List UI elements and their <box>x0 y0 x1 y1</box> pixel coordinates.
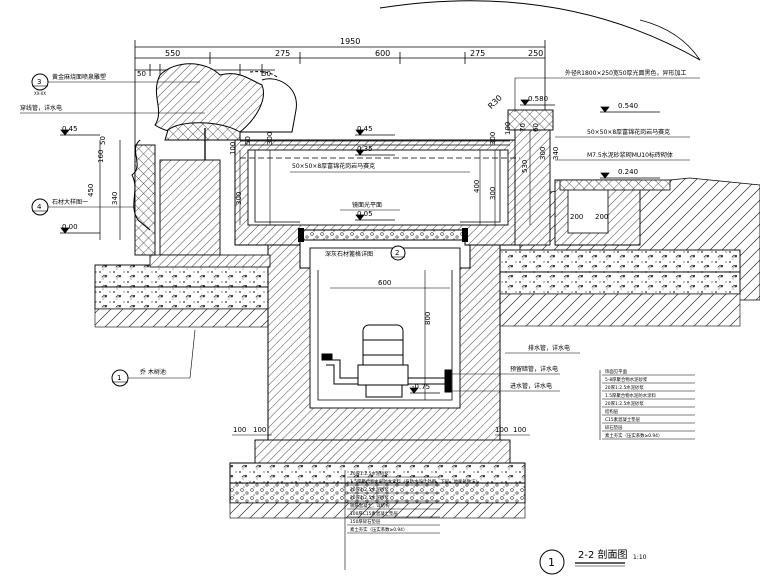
callout-3-sheet: XX-XX <box>34 91 46 96</box>
right-elevations <box>520 99 660 179</box>
dim-sub-50a: 50 <box>137 70 146 78</box>
conduit-note: 穿线管，详水电 <box>20 104 62 112</box>
dim-340: 340 <box>111 192 119 205</box>
dim-100a: 100 <box>229 142 237 155</box>
dim-70: 70 <box>519 123 527 132</box>
mid-elevation-lines <box>355 129 440 394</box>
layer-note: 素土夯实（压实系数≥0.94） <box>350 526 407 533</box>
dim-160: 160 <box>97 150 105 163</box>
callout-4-number: 4 <box>37 203 42 211</box>
dim-600-pit: 600 <box>378 279 391 287</box>
layer-note: 素土夯实（压实系数≥0.94） <box>605 432 662 439</box>
callout-3-number: 3 <box>37 78 41 86</box>
dim-60: 60 <box>532 123 540 132</box>
pebble-note: 镜面光平面 <box>352 201 382 209</box>
sculpture-note: 黄金麻烧面喷泉雕塑 <box>52 73 106 81</box>
layer-note: 结构层 <box>605 408 619 415</box>
coping-note: 外径R1800×250宽50厚光面黑色，异形加工 <box>565 69 687 77</box>
pool-structure <box>134 109 671 464</box>
callout-1-number: 1 <box>117 374 121 382</box>
dim-275b: 275 <box>470 49 485 58</box>
dim-530: 530 <box>521 160 529 173</box>
layer-note: 20厚1:2.5水泥砂浆 <box>350 470 389 477</box>
drain-grille <box>299 229 466 241</box>
callout-2-number: 2 <box>395 249 399 257</box>
dim-100d: 100 <box>253 426 266 434</box>
elev-0240: 0.240 <box>618 168 638 176</box>
dim-100b: 100 <box>504 122 512 135</box>
layer-note: 5-8厚聚合物水泥砂浆 <box>605 376 648 383</box>
drain-note-a: 排水管，详水电 <box>528 344 570 352</box>
title-block: 1 2-2 剖面图 1:10 <box>539 548 647 575</box>
dim-50b: 50 <box>244 136 252 145</box>
callout-2: 2 <box>390 245 406 261</box>
dim-400: 400 <box>473 180 481 193</box>
dim-50: 50 <box>99 136 107 145</box>
layer-note: 150厚碎石垫层 <box>350 518 381 525</box>
elev-0540: 0.540 <box>618 102 638 110</box>
dim-800: 800 <box>424 312 432 325</box>
dim-300c: 300 <box>489 132 497 145</box>
elev-000-left: 0.00 <box>62 223 78 231</box>
layer-note: 20厚1:2.5水泥砂浆 <box>350 494 389 501</box>
layer-note: 20厚1:2.5水泥砂浆 <box>605 384 644 391</box>
drain-note-b: 预留暗管，详水电 <box>510 365 558 373</box>
callout-4: 4 石材大样图一 <box>31 198 135 216</box>
interior-dim-lines <box>239 130 531 400</box>
elev-045-left: 0.45 <box>62 125 78 133</box>
elev-035: 0.35 <box>357 145 373 153</box>
dim-250: 250 <box>528 49 543 58</box>
callout-1: 1 乔 木树池 <box>111 329 196 387</box>
granite-mosaic-note-a: 50×50×8厚富锦花岗岩马赛克 <box>292 162 375 170</box>
tree-pit-note: 乔 木树池 <box>140 368 166 376</box>
dim-r30: R30 <box>486 93 504 111</box>
dim-450: 450 <box>87 184 95 197</box>
left-elevations <box>60 129 121 240</box>
brick-note: M7.5水泥砂浆砌MU10标砖砌体 <box>587 151 673 159</box>
elev-0580: 0.580 <box>528 95 548 103</box>
layer-note: 20厚1:2.5水泥砂浆 <box>605 400 644 407</box>
dim-300b: 300 <box>266 132 274 145</box>
layer-note: 1.5厚聚合物水泥防水涂料（有防水设计处用，下同，地面处做法） <box>350 478 480 485</box>
pump-unit <box>321 324 452 398</box>
dim-300d: 300 <box>539 147 547 160</box>
bottom-layer-notes: 20厚1:2.5水泥砂浆1.5厚聚合物水泥防水涂料（有防水设计处用，下同，地面处… <box>347 470 480 534</box>
pool-finish-lines <box>240 140 510 401</box>
drawing-title: 2-2 剖面图 <box>578 548 628 561</box>
dim-600: 600 <box>375 49 390 58</box>
elev-minus075: -0.75 <box>412 383 430 391</box>
dim-100e: 100 <box>495 426 508 434</box>
dim-overall: 1950 <box>340 37 360 46</box>
dim-200a: 200 <box>570 213 583 221</box>
callout-3: 3 XX-XX 黄金麻烧面喷泉雕塑 <box>31 73 200 96</box>
mosaic-note: 50×50×8厚富锦花岗岩马赛克 <box>587 128 670 136</box>
layer-note: 碎石垫层 <box>605 424 623 431</box>
stone-curb-note: 石材大样图一 <box>52 198 88 206</box>
grille-note: 深灰石材篦格详图 <box>325 250 373 258</box>
layer-note: C15素混凝土垫层 <box>605 416 641 423</box>
top-dimension-chain <box>134 40 546 240</box>
dim-275a: 275 <box>275 49 290 58</box>
dim-300a: 300 <box>235 192 243 205</box>
fountain-sculpture <box>131 63 297 231</box>
elev-045-mid: 0.45 <box>357 125 373 133</box>
dim-100f: 100 <box>513 426 526 434</box>
layer-note: 100厚C15素混凝土垫层 <box>350 510 398 517</box>
title-index: 1 <box>548 556 555 569</box>
elev-005: 0.05 <box>357 210 373 218</box>
layer-note: 钢筋混凝土，详结构 <box>350 502 390 509</box>
drawing-scale: 1:10 <box>633 554 647 561</box>
supply-note: 进水管，详水电 <box>510 382 552 390</box>
right-layer-notes: 饰面见平面5-8厚聚合物水泥砂浆20厚1:2.5水泥砂浆1.5厚聚合物水泥防水涂… <box>602 368 695 440</box>
dim-200b: 200 <box>595 213 608 221</box>
dim-340b: 340 <box>552 147 560 160</box>
dim-550: 550 <box>165 49 180 58</box>
dim-100c: 100 <box>233 426 246 434</box>
layer-note: 饰面见平面 <box>605 368 628 375</box>
dim-sub-50b: 50 <box>262 70 271 78</box>
layer-note: 20厚1:2.5水泥砂浆 <box>350 486 389 493</box>
layer-note: 1.5厚聚合物水泥防水涂料 <box>605 392 656 399</box>
dim-300e: 300 <box>489 187 497 200</box>
